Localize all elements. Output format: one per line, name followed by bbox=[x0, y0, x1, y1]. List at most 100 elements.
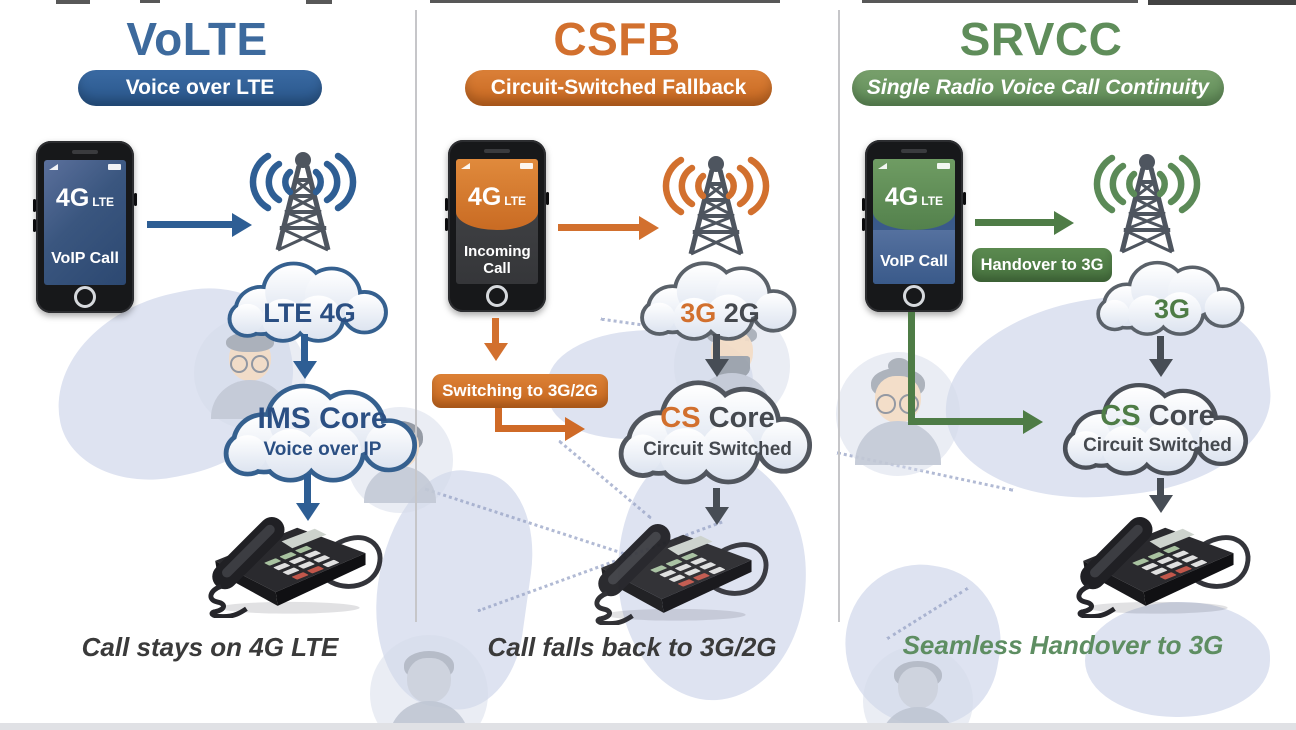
avatar-person bbox=[862, 645, 974, 730]
arrow-down-icon bbox=[713, 488, 720, 508]
elbow-arrow-head-icon bbox=[565, 417, 585, 441]
home-button-icon bbox=[486, 285, 508, 307]
cloud-label-rest: 2G bbox=[723, 298, 760, 328]
cell-tower-icon bbox=[238, 146, 368, 258]
network-cloud-3g: 3G bbox=[1082, 252, 1262, 337]
cloud-label-rest: Core bbox=[1148, 400, 1215, 432]
phone-speaker bbox=[901, 149, 927, 153]
glasses-icon bbox=[230, 355, 270, 374]
arrow-down-icon bbox=[713, 334, 720, 360]
column-title-srvcc: SRVCC bbox=[959, 13, 1123, 65]
phone-side-button bbox=[445, 198, 448, 211]
subtitle-pill-srvcc: Single Radio Voice Call Continuity bbox=[852, 70, 1224, 106]
cloud-label: IMS Core bbox=[257, 402, 388, 435]
signal-icon bbox=[461, 163, 470, 169]
call-status-label: VoIP Call bbox=[51, 250, 119, 267]
caption-csfb: Call falls back to 3G/2G bbox=[487, 632, 777, 662]
caption-volte: Call stays on 4G LTE bbox=[81, 632, 339, 662]
phone-side-button bbox=[862, 218, 865, 231]
cloud-label-accent: CS bbox=[660, 402, 701, 434]
cloud-label-accent: CS bbox=[1100, 400, 1141, 432]
call-status-label: VoIP Call bbox=[880, 253, 948, 270]
column-title-volte: VoLTE bbox=[126, 13, 268, 65]
battery-icon bbox=[108, 164, 121, 170]
network-cloud-lte4g: LTE 4G bbox=[212, 252, 407, 344]
phone-side-button bbox=[445, 218, 448, 231]
network-cloud-ims-core: IMS Core Voice over IP bbox=[205, 372, 440, 484]
desk-phone-icon bbox=[568, 505, 773, 625]
arrow-down-icon bbox=[304, 474, 311, 504]
phone-side-button bbox=[546, 192, 549, 205]
video-artifact bbox=[1148, 0, 1296, 5]
network-pane bbox=[456, 159, 538, 231]
arrow-down-icon bbox=[1157, 336, 1164, 360]
network-cloud-3g2g: 3G 2G bbox=[625, 252, 815, 342]
elbow-arrow-icon bbox=[908, 418, 1025, 425]
video-artifact bbox=[140, 0, 160, 3]
arrow-right-icon bbox=[147, 221, 233, 228]
video-artifact bbox=[56, 0, 90, 4]
elbow-arrow-icon bbox=[495, 408, 502, 432]
cell-tower-icon bbox=[651, 150, 781, 262]
column-divider bbox=[415, 10, 417, 622]
subtitle-pill-volte: Voice over LTE bbox=[78, 70, 322, 106]
desk-phone-icon bbox=[1050, 498, 1255, 618]
cloud-label-accent: 3G bbox=[680, 298, 717, 328]
network-cloud-cs-core: CS Core Circuit Switched bbox=[600, 368, 835, 486]
cloud-sublabel: Voice over IP bbox=[263, 439, 382, 460]
world-map-blob bbox=[1085, 602, 1270, 717]
desk-phone-icon bbox=[182, 498, 387, 618]
switching-badge: Switching to 3G/2G bbox=[432, 374, 608, 408]
elbow-arrow-icon bbox=[495, 425, 567, 432]
phone-side-button bbox=[862, 198, 865, 211]
caption-srvcc: Seamless Handover to 3G bbox=[902, 630, 1224, 660]
phone-speaker bbox=[72, 150, 98, 154]
network-label: 4G bbox=[467, 183, 502, 211]
network-label: 4G bbox=[55, 184, 90, 212]
cloud-label: LTE 4G bbox=[263, 298, 356, 328]
video-artifact bbox=[430, 0, 780, 3]
cloud-sublabel: Circuit Switched bbox=[643, 439, 792, 460]
bottom-strip bbox=[0, 723, 1296, 730]
subtitle-pill-csfb: Circuit-Switched Fallback bbox=[465, 70, 772, 106]
avatar-person bbox=[370, 635, 488, 730]
video-artifact bbox=[306, 0, 332, 4]
network-cloud-cs-core: CS Core Circuit Switched bbox=[1045, 372, 1270, 477]
network-pane bbox=[873, 159, 955, 231]
network-band-label: LTE bbox=[504, 194, 527, 208]
video-artifact bbox=[862, 0, 1138, 3]
cloud-label-rest: Core bbox=[708, 402, 775, 434]
handover-badge: Handover to 3G bbox=[972, 248, 1112, 282]
home-button-icon bbox=[74, 286, 96, 308]
avatar-grandmother bbox=[835, 351, 961, 477]
arrow-down-icon bbox=[1157, 478, 1164, 496]
elbow-arrow-head-icon bbox=[1023, 410, 1043, 434]
cloud-sublabel: Circuit Switched bbox=[1083, 435, 1232, 456]
network-band-label: LTE bbox=[92, 195, 115, 209]
cell-tower-icon bbox=[1082, 148, 1212, 260]
battery-icon bbox=[520, 163, 533, 169]
arrow-right-icon bbox=[558, 224, 640, 231]
arrow-down-icon bbox=[301, 334, 308, 362]
network-label: 4G bbox=[884, 183, 919, 211]
phone-side-button bbox=[963, 192, 966, 205]
phone-speaker bbox=[484, 149, 510, 153]
arrow-right-icon bbox=[975, 219, 1055, 226]
phone-side-button bbox=[134, 193, 137, 206]
column-title-csfb: CSFB bbox=[553, 13, 681, 65]
column-divider bbox=[838, 10, 840, 622]
elbow-arrow-icon bbox=[908, 312, 915, 425]
phone-side-button bbox=[33, 219, 36, 232]
battery-icon bbox=[937, 163, 950, 169]
home-button-icon bbox=[903, 285, 925, 307]
call-status-label: Incoming Call bbox=[464, 243, 531, 278]
cloud-label: 3G bbox=[1153, 294, 1191, 324]
signal-icon bbox=[49, 164, 58, 170]
